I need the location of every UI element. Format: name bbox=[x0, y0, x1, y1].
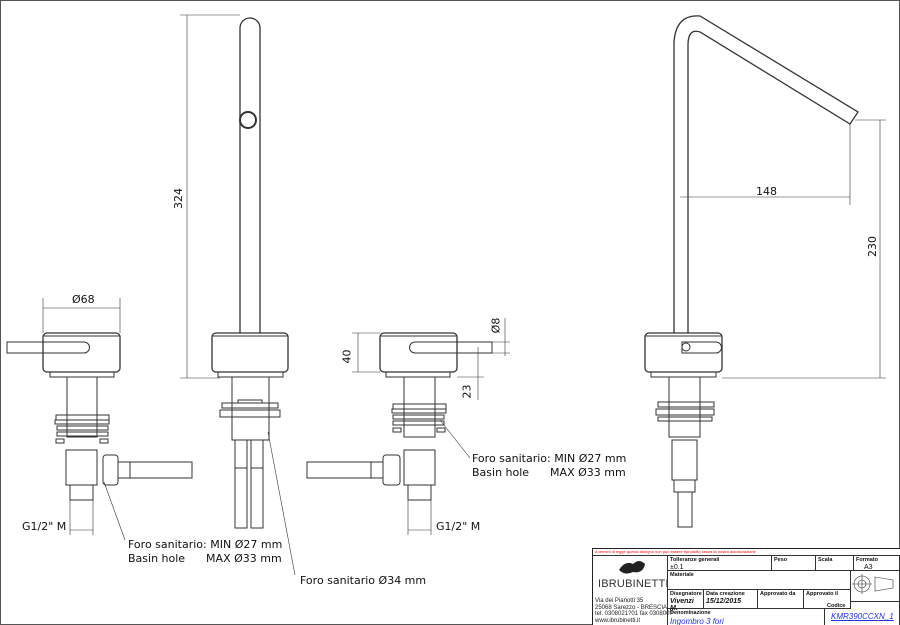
dim-lever-offset-label: 23 bbox=[460, 384, 474, 399]
company-address: Via dei Pianotti 35 25068 Sarezzo - BRES… bbox=[595, 598, 673, 624]
projection-symbol-cell bbox=[851, 571, 900, 602]
thread-right-label: G1/2" M bbox=[436, 520, 481, 533]
dim-lever-diameter-label: Ø8 bbox=[489, 317, 503, 334]
address-line: 25068 Sarezzo - BRESCIA bbox=[595, 604, 668, 611]
leader-center bbox=[267, 431, 296, 576]
dim-spout-height bbox=[180, 14, 240, 379]
date-label: Data creazione bbox=[706, 591, 745, 597]
approved-on-label: Approvato il bbox=[806, 591, 839, 597]
copyright-warning: A termini di legge questo disegno non pu… bbox=[595, 549, 756, 554]
leader-left bbox=[103, 481, 126, 541]
spout-side-view bbox=[644, 15, 859, 528]
weight-label: Peso bbox=[774, 557, 788, 563]
address-line: tel. 0308021?01 fax 030800? bbox=[595, 611, 673, 617]
dim-handle-diameter-label: Ø68 bbox=[72, 293, 95, 306]
denomination-value: Ingombro 3 fori bbox=[670, 617, 724, 625]
spout-front-view bbox=[211, 17, 289, 529]
thread-left-label: G1/2" M bbox=[22, 520, 67, 533]
company-logo-text: IBRUBINETTI bbox=[598, 578, 669, 590]
hole-note-left-line1: Foro sanitario: MIN Ø27 mm bbox=[128, 538, 283, 551]
dim-outlet-height-label: 230 bbox=[866, 236, 879, 257]
designer-label: Disegnatore bbox=[670, 591, 702, 597]
material-label: Materiale bbox=[670, 572, 694, 578]
address-line: www.ibrubinetti.it bbox=[595, 617, 641, 624]
designer-value: Vivenzi M. bbox=[670, 598, 694, 612]
right-mixer-front-view bbox=[306, 332, 493, 535]
date-value: 15/12/2015 bbox=[706, 598, 742, 605]
format-label: Formato bbox=[856, 557, 878, 563]
tolerance-value: ±0.1 bbox=[670, 564, 684, 571]
scale-cell: Scala bbox=[816, 555, 854, 571]
projection-symbol-icon bbox=[852, 574, 894, 594]
code-label: Codice bbox=[827, 603, 846, 609]
hole-note-center: Foro sanitario Ø34 mm bbox=[300, 574, 427, 587]
dim-spout-reach-label: 148 bbox=[756, 185, 777, 198]
address-line: Via dei Pianotti 35 bbox=[595, 598, 644, 604]
left-mixer-front-view bbox=[6, 332, 193, 535]
approved-by-cell: Approvato da bbox=[758, 590, 804, 609]
dim-handle-diameter bbox=[42, 298, 121, 333]
format-value: A3 bbox=[864, 564, 873, 571]
hole-note-right-line1: Foro sanitario: MIN Ø27 mm bbox=[472, 452, 627, 465]
denomination-label: Denominazione bbox=[670, 610, 711, 616]
tolerance-cell: Tolleranze generali±0.1 bbox=[668, 555, 772, 571]
dim-right bbox=[352, 318, 510, 400]
hole-note-right-line2: Basin hole MAX Ø33 mm bbox=[472, 466, 626, 479]
tolerance-label: Tolleranze generali bbox=[670, 557, 720, 563]
scale-label: Scala bbox=[818, 557, 833, 563]
weight-cell: Peso bbox=[772, 555, 816, 571]
hole-note-left-line2: Basin hole MAX Ø33 mm bbox=[128, 552, 282, 565]
approved-by-label: Approvato da bbox=[760, 591, 796, 597]
material-cell: Materiale bbox=[668, 571, 851, 590]
leader-right bbox=[439, 419, 471, 459]
approved-on-cell: Approvato il bbox=[804, 590, 851, 609]
company-logo-icon bbox=[619, 561, 645, 574]
dim-side bbox=[680, 119, 886, 379]
dim-handle-height-label: 40 bbox=[340, 349, 354, 364]
dim-spout-height-label: 324 bbox=[172, 188, 185, 209]
company-cell: IBRUBINETTI Via dei Pianotti 35 25068 Sa… bbox=[593, 555, 673, 625]
code-value: KMR390CCXN_1 bbox=[831, 612, 894, 621]
title-block: A termini di legge questo disegno non pu… bbox=[592, 548, 900, 625]
